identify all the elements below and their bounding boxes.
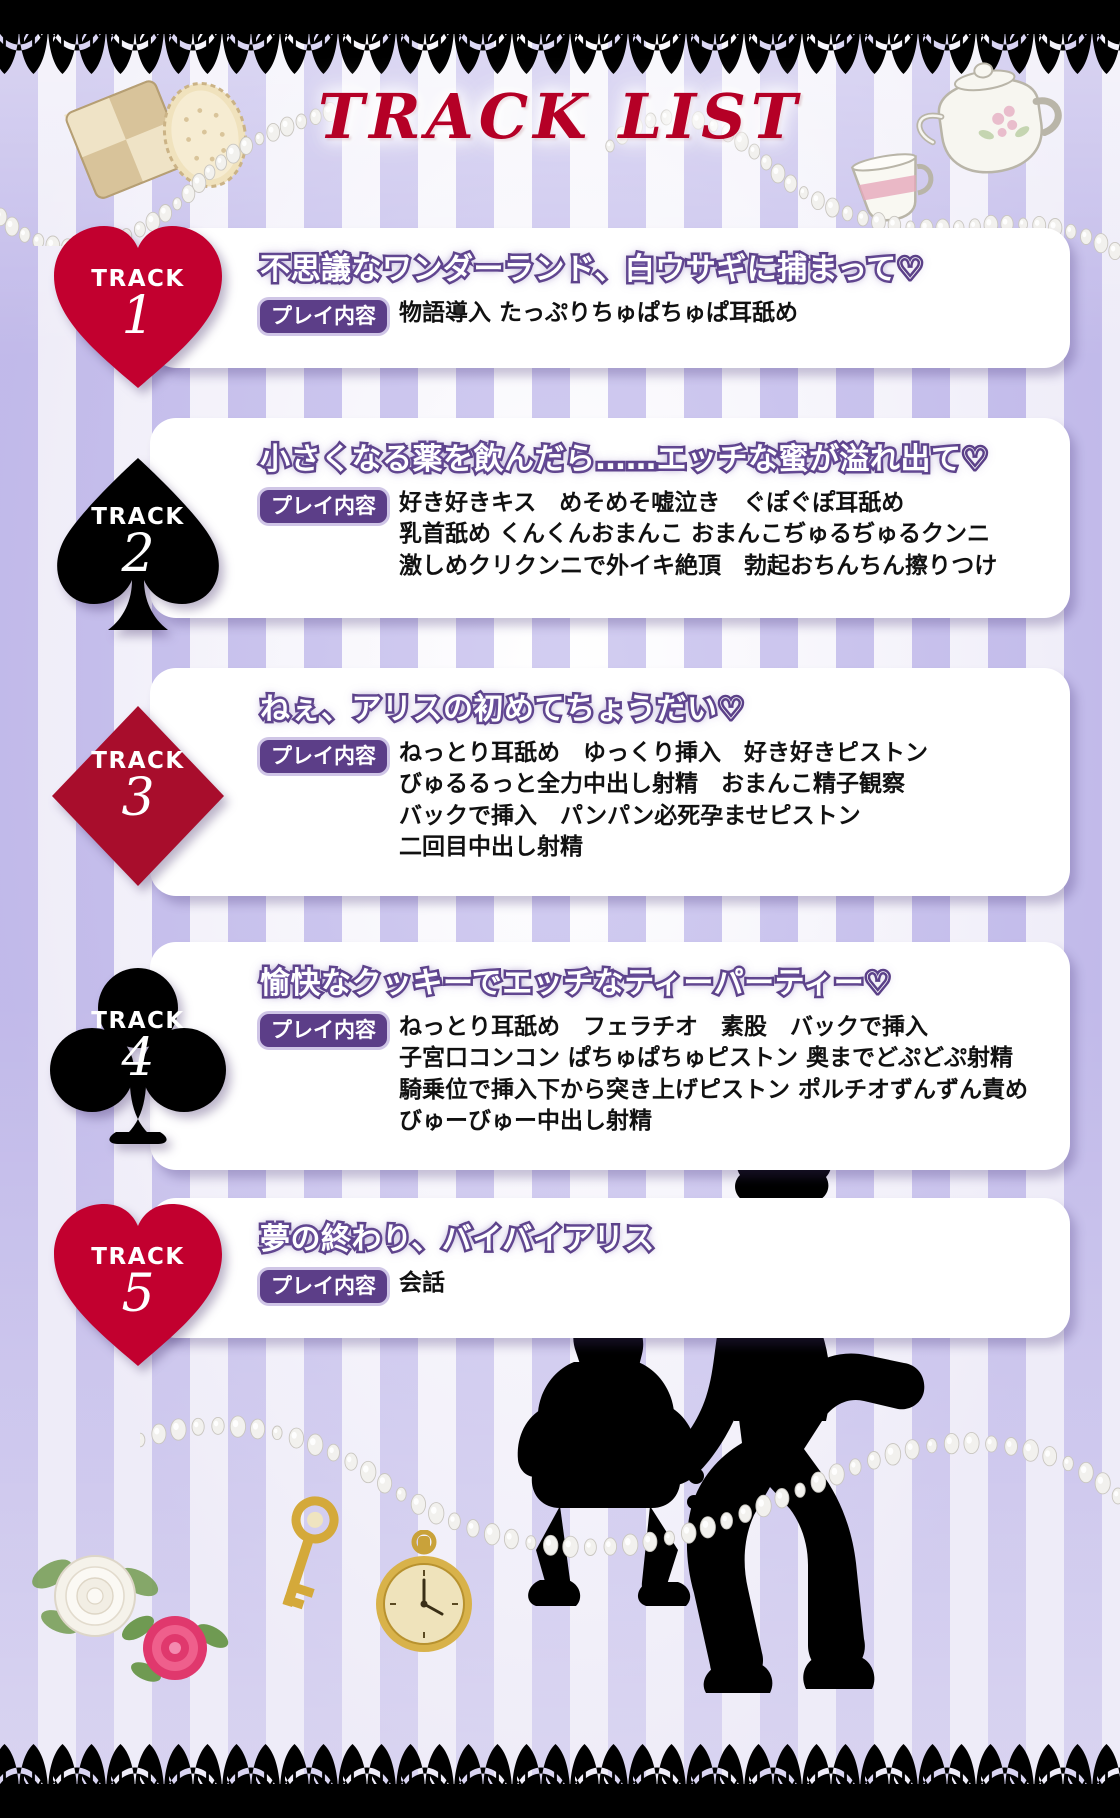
track-content: プレイ内容 物語導入 たっぷりちゅぱちゅぱ耳舐め — [260, 298, 1044, 334]
content-line: 乳首舐め くんくんおまんこ おまんこぢゅるぢゅるクンニ — [399, 521, 991, 548]
lace-border-bottom — [0, 1738, 1120, 1818]
lace-scallop-top — [0, 8, 1120, 74]
track-content-lines: 好き好きキス めそめそ嘘泣き ぐぽぐぽ耳舐め 乳首舐め くんくんおまんこ おまん… — [399, 488, 997, 582]
track-title: 小さくなる薬を飲んだら……エッチな蜜が溢れ出て♡ — [258, 440, 991, 480]
track-card[interactable]: 愉快なクッキーでエッチなティーパーティー♡ プレイ内容 ねっとり耳舐め フェラチ… — [150, 942, 1070, 1170]
content-line: ねっとり耳舐め ゆっくり挿入 好き好きピストン — [399, 740, 928, 766]
track-card[interactable]: 夢の終わり、バイバイアリス プレイ内容 会話 — [150, 1198, 1070, 1338]
track-title: 不思議なワンダーランド、白ウサギに捕まって♡ — [258, 250, 927, 290]
content-line: 会話 — [399, 1270, 445, 1296]
track-title: 愉快なクッキーでエッチなティーパーティー♡ — [258, 964, 894, 1004]
content-line: びゅーびゅー中出し射精 — [399, 1107, 652, 1134]
club-icon — [38, 952, 238, 1152]
content-line: 騎乗位で挿入下から突き上げピストン ポルチオずんずん責め — [399, 1076, 1029, 1103]
diamond-icon — [38, 696, 238, 896]
track-content: プレイ内容 ねっとり耳舐め ゆっくり挿入 好き好きピストン びゅるるっと全力中出… — [260, 738, 1044, 863]
track-card[interactable]: 小さくなる薬を飲んだら……エッチな蜜が溢れ出て♡ プレイ内容 好き好きキス めそ… — [150, 418, 1070, 618]
track-content-lines: ねっとり耳舐め ゆっくり挿入 好き好きピストン びゅるるっと全力中出し射精 おま… — [399, 738, 928, 863]
lace-scallop-bottom — [0, 1744, 1120, 1810]
content-line: 好き好きキス めそめそ嘘泣き ぐぽぐぽ耳舐め — [399, 490, 905, 516]
lace-border-top — [0, 0, 1120, 80]
track-content-lines: 会話 — [399, 1268, 445, 1299]
heart-icon — [38, 206, 238, 406]
content-line: 二回目中出し射精 — [399, 833, 583, 860]
play-content-badge: プレイ内容 — [260, 740, 387, 774]
play-content-badge: プレイ内容 — [260, 490, 387, 524]
content-line: バックで挿入 パンパン必死孕ませピストン — [399, 802, 861, 829]
track-content: プレイ内容 好き好きキス めそめそ嘘泣き ぐぽぐぽ耳舐め 乳首舐め くんくんおま… — [260, 488, 1044, 582]
content-line: びゅるるっと全力中出し射精 おまんこ精子観察 — [399, 771, 905, 798]
content-line: ねっとり耳舐め フェラチオ 素股 バックで挿入 — [399, 1014, 928, 1040]
content-line: 子宮口コンコン ぱちゅぱちゅピストン 奥までどぷどぷ射精 — [399, 1045, 1014, 1072]
track-content: プレイ内容 会話 — [260, 1268, 1044, 1304]
track-title: 夢の終わり、バイバイアリス — [258, 1220, 657, 1260]
track-card[interactable]: 不思議なワンダーランド、白ウサギに捕まって♡ プレイ内容 物語導入 たっぷりちゅ… — [150, 228, 1070, 368]
heart-icon — [38, 1184, 238, 1384]
track-content: プレイ内容 ねっとり耳舐め フェラチオ 素股 バックで挿入 子宮口コンコン ぱち… — [260, 1012, 1044, 1137]
page-title: TRACK LIST — [317, 80, 803, 153]
track-content-lines: 物語導入 たっぷりちゅぱちゅぱ耳舐め — [399, 298, 798, 329]
play-content-badge: プレイ内容 — [260, 1270, 387, 1304]
play-content-badge: プレイ内容 — [260, 1014, 387, 1048]
track-title: ねぇ、アリスの初めてちょうだい♡ — [258, 690, 747, 730]
content-line: 物語導入 たっぷりちゅぱちゅぱ耳舐め — [399, 300, 799, 326]
track-card[interactable]: ねぇ、アリスの初めてちょうだい♡ プレイ内容 ねっとり耳舐め ゆっくり挿入 好き… — [150, 668, 1070, 896]
page-header: TRACK LIST — [0, 58, 1120, 208]
track-content-lines: ねっとり耳舐め フェラチオ 素股 バックで挿入 子宮口コンコン ぱちゅぱちゅピス… — [399, 1012, 1028, 1137]
content-line: 激しめクリクンニで外イキ絶頂 勃起おちんちん擦りつけ — [399, 552, 998, 579]
play-content-badge: プレイ内容 — [260, 300, 387, 334]
spade-icon — [38, 444, 238, 644]
